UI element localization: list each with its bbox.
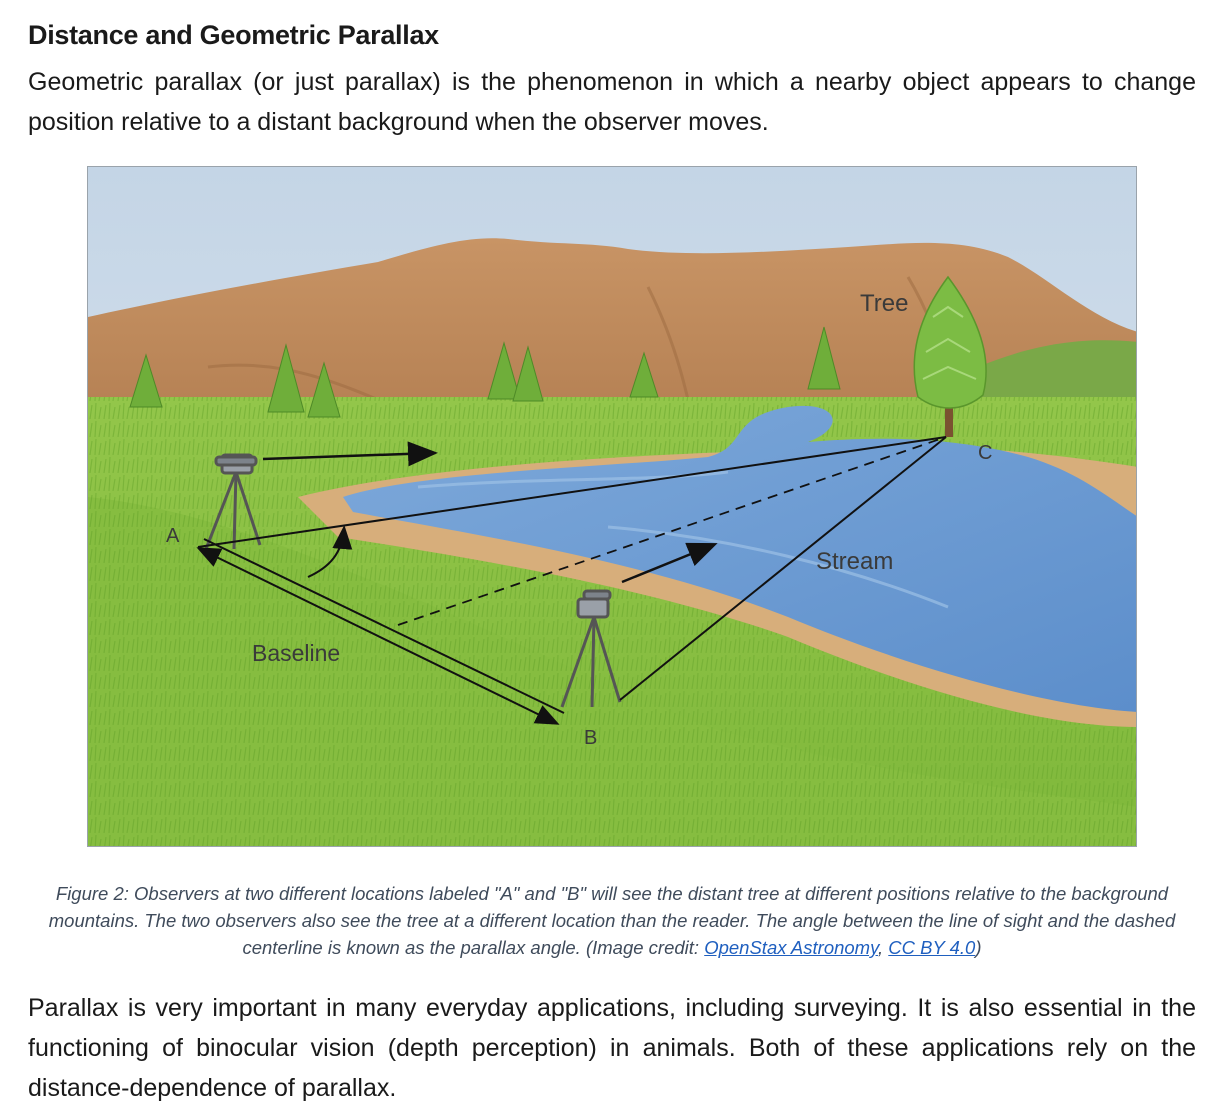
intro-paragraph: Geometric parallax (or just parallax) is… — [28, 68, 1196, 136]
cc-by-license-link[interactable]: CC BY 4.0 — [888, 937, 976, 958]
parallax-figure: Tree Stream Baseline A B C — [87, 166, 1137, 847]
section-heading: Distance and Geometric Parallax — [28, 20, 439, 50]
parallax-illustration: Tree Stream Baseline A B C — [88, 167, 1136, 846]
label-c: C — [978, 442, 992, 464]
tripod-b-icon — [560, 589, 622, 708]
openstax-astronomy-link[interactable]: OpenStax Astronomy — [704, 937, 878, 958]
caption-text: Figure 2: Observers at two different loc… — [48, 883, 1176, 958]
caption-separator: , — [877, 937, 889, 958]
label-a: A — [166, 525, 180, 547]
tripod-a-icon — [204, 453, 262, 550]
label-tree: Tree — [860, 290, 908, 317]
label-baseline: Baseline — [252, 640, 340, 666]
label-b: B — [584, 727, 597, 749]
caption-close: ) — [975, 937, 982, 958]
closing-paragraph: Parallax is very important in many every… — [28, 994, 1196, 1102]
label-stream: Stream — [816, 548, 893, 575]
figure-caption: Figure 2: Observers at two different loc… — [26, 880, 1198, 961]
